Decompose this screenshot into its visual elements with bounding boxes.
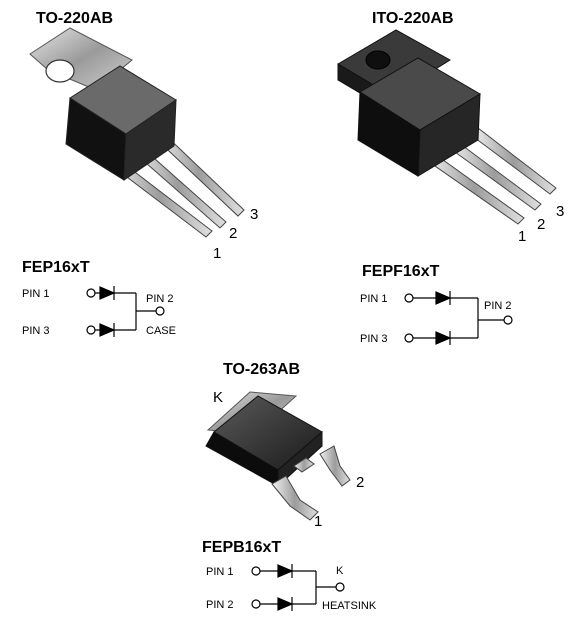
pin-label-bottom: PIN 3 bbox=[360, 333, 388, 345]
package-title-ito220ab: ITO-220AB bbox=[372, 10, 454, 27]
diode-bottom bbox=[435, 331, 452, 345]
diode-bottom bbox=[99, 323, 116, 337]
pin-number-2: 2 bbox=[229, 225, 237, 242]
tab-label-k: K bbox=[213, 389, 223, 406]
diode-top bbox=[435, 291, 452, 305]
pin-label-top: PIN 1 bbox=[206, 566, 234, 578]
lead-1-d2pak bbox=[271, 475, 319, 521]
lead-2-d2pak bbox=[319, 445, 351, 487]
pin-label-top: PIN 1 bbox=[22, 288, 50, 300]
pin-label-bottom: PIN 2 bbox=[206, 599, 234, 611]
part-title-fepb16xt: FEPB16xT bbox=[202, 539, 281, 556]
pin-number-1: 1 bbox=[314, 513, 322, 530]
diode-top bbox=[277, 564, 294, 578]
package-ito220ab: ITO-220AB 1 2 3 bbox=[337, 10, 564, 245]
part-title-fep16xt: FEP16xT bbox=[22, 259, 90, 276]
diode-top bbox=[99, 286, 116, 300]
package-to263ab: TO-263AB K 1 2 bbox=[205, 361, 364, 530]
pin-number-2: 2 bbox=[356, 474, 364, 491]
pin-number-3: 3 bbox=[250, 206, 258, 223]
package-title-to263ab: TO-263AB bbox=[223, 361, 300, 378]
pin-label-bottom: PIN 3 bbox=[22, 325, 50, 337]
output-label-case: CASE bbox=[146, 325, 176, 337]
pin-number-3: 3 bbox=[556, 203, 564, 220]
body-side-ito bbox=[417, 93, 481, 177]
output-label-pin2: PIN 2 bbox=[146, 293, 174, 305]
body-side bbox=[123, 99, 177, 181]
output-label-k: K bbox=[336, 565, 344, 577]
package-to220ab: TO-220AB 1 2 3 bbox=[29, 10, 258, 262]
part-title-fepf16xt: FEPF16xT bbox=[362, 263, 440, 280]
schematic-fep16xt: FEP16xT PIN 1 PIN 3 PIN 2 CASE bbox=[22, 259, 176, 337]
output-label-heatsink: HEATSINK bbox=[322, 600, 377, 612]
schematic-fepf16xt: FEPF16xT PIN 1 PIN 3 PIN 2 bbox=[360, 263, 513, 345]
mounting-hole bbox=[45, 59, 75, 83]
leads-to220ab bbox=[106, 129, 245, 238]
pin-label-top: PIN 1 bbox=[360, 293, 388, 305]
leads-ito220ab bbox=[424, 127, 557, 225]
output-label-pin2: PIN 2 bbox=[484, 300, 512, 312]
pin-number-1: 1 bbox=[518, 228, 526, 245]
schematic-fepb16xt: FEPB16xT PIN 1 PIN 2 K HEATSINK bbox=[202, 539, 377, 612]
package-title-to220ab: TO-220AB bbox=[36, 10, 113, 27]
pin-number-1: 1 bbox=[213, 245, 221, 262]
pin-number-2: 2 bbox=[537, 216, 545, 233]
mounting-hole-ito bbox=[365, 50, 391, 70]
diode-bottom bbox=[277, 597, 294, 611]
